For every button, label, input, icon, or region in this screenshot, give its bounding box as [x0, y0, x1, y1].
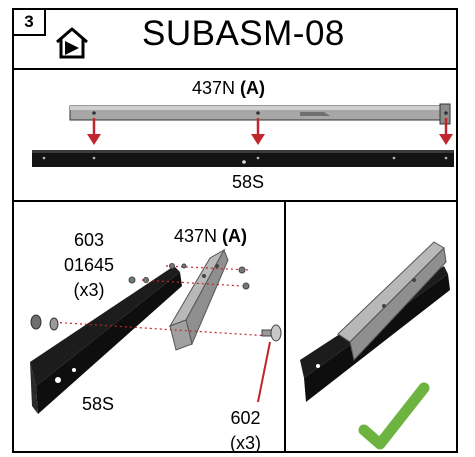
assembled-rail-drawing — [300, 241, 450, 402]
hardware-1-number: 603 — [74, 230, 105, 250]
check-mark-icon — [358, 382, 430, 450]
detail-illustration — [30, 248, 282, 414]
rail-detail-label: 437N (A) — [174, 226, 247, 247]
result-illustration — [300, 241, 450, 450]
detail-section: 603 01645 (x3) 437N (A) 58S 602 (x3) — [14, 202, 456, 453]
step-number: 3 — [14, 10, 46, 36]
hardware-2-number: 602 — [230, 408, 261, 428]
hardware-1-label: 603 01645 (x3) — [64, 228, 114, 303]
hardware-2-label: 602 (x3) — [230, 406, 261, 456]
upper-part-tag: (A) — [240, 78, 266, 98]
lower-part-label: 58S — [232, 172, 265, 192]
small-screws — [128, 263, 250, 290]
page-title: SUBASM-08 — [142, 14, 345, 53]
house-arrow-icon — [56, 27, 88, 59]
rail-58s-drawing — [32, 150, 454, 167]
rail-detail-number: 437N — [174, 226, 218, 246]
overview-panel: 437N (A) — [14, 70, 456, 202]
rail-detail-tag: (A) — [222, 226, 248, 246]
instruction-sheet: 3 SUBASM-08 437N (A) — [12, 8, 458, 453]
panel-divider — [284, 202, 286, 451]
upper-part-label: 437N (A) — [192, 78, 265, 99]
hardware-1-number-2: 01645 — [64, 255, 115, 275]
rail-437n-drawing — [69, 103, 451, 125]
fastener-guide-lines — [49, 265, 271, 337]
overview-illustration — [32, 103, 454, 167]
bolt-602-drawing — [261, 324, 282, 342]
step-header: 3 SUBASM-08 — [14, 10, 456, 70]
nut-washer-drawing — [30, 314, 59, 331]
upper-part-number: 437N — [192, 78, 236, 98]
placement-arrows — [87, 118, 453, 145]
rail-437n-detail-drawing — [168, 248, 229, 351]
bracket-detail-label: 58S — [82, 394, 115, 414]
bolt-callout-line — [257, 341, 271, 403]
hardware-2-qty: (x3) — [230, 433, 261, 453]
hardware-1-qty: (x3) — [73, 280, 105, 300]
